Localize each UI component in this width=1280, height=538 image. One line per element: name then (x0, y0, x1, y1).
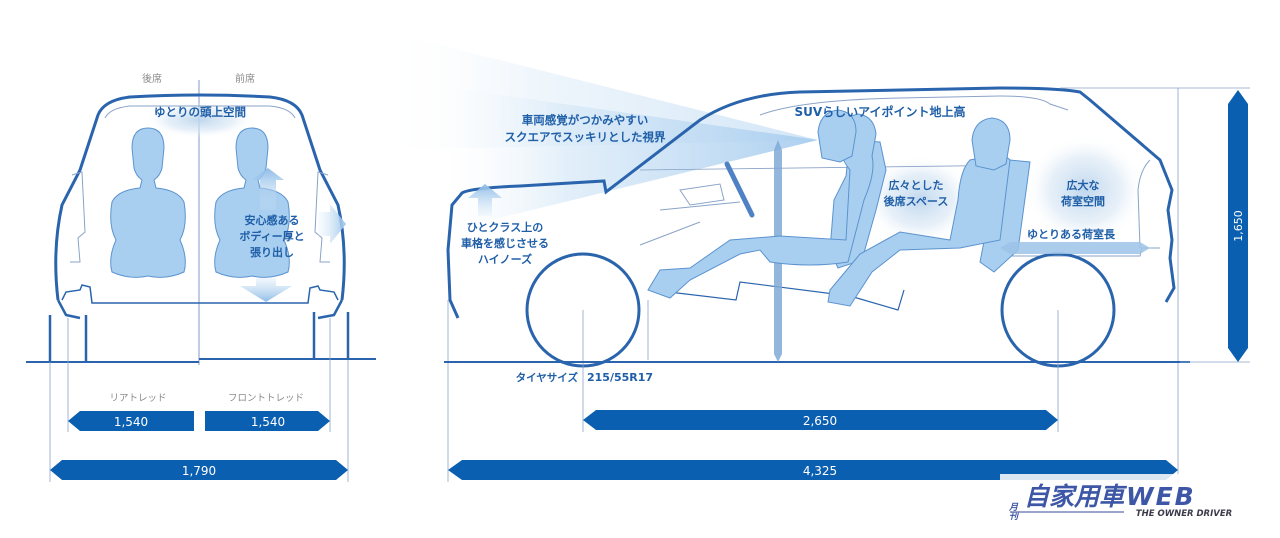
high-nose-callout-line-3: ハイノーズ (478, 252, 532, 266)
logo-title: 自家用車 (1024, 482, 1128, 511)
rear-body-outline (54, 93, 346, 301)
body-callout-line-2: ボディー厚と (239, 229, 304, 243)
rear-seat-callout-line-1: 広々とした (889, 178, 944, 192)
left-mirror (70, 171, 86, 263)
cargo-glow (1025, 135, 1145, 245)
visibility-beam (430, 85, 818, 235)
rear-seat-glow (865, 155, 975, 245)
down-arrow-icon (240, 278, 292, 302)
body-callout-line-3: 張り出し (250, 245, 294, 259)
high-nose-callout-line-1: ひとクラス上の (467, 220, 543, 234)
headroom-glow (145, 102, 255, 138)
steering-wheel (724, 161, 755, 218)
roof-inner-line (104, 105, 296, 119)
right-arrow-icon (318, 204, 346, 244)
rear-tread-value: 1,540 (114, 415, 148, 429)
rear-seat-callout-line-2: 後席スペース (884, 194, 949, 208)
tire-size-value: 215/55R17 (587, 371, 653, 384)
cargo-length-arrow (1000, 242, 1150, 254)
logo-web: WEB (1126, 482, 1196, 511)
high-nose-arrow-icon (468, 184, 502, 216)
cargo-callout-line-1: 広大な (1067, 178, 1100, 192)
overall-height-value: 1,650 (1232, 210, 1245, 242)
logo-tagline: THE OWNER DRIVER (1136, 509, 1232, 519)
rear-view: 後席 前席 ゆとりの頭上空間 安心感ある ボディー厚と (26, 72, 376, 482)
side-view: 車両感覚がつかみやすい スクエアでスッキリとした視界 ひとクラス上の 車格を感じ… (380, 30, 1250, 482)
rear-occupant-silhouette (110, 127, 186, 278)
cargo-callout-line-2: 荷室空間 (1060, 194, 1105, 208)
publisher-logo: 月刊 自家用車 WEB THE OWNER DRIVER (1000, 474, 1258, 526)
overall-height-bar (1228, 90, 1248, 362)
logo-monthly: 月刊 (1007, 502, 1019, 520)
overall-width-value: 1,790 (182, 464, 216, 478)
front-tread-value: 1,540 (251, 415, 285, 429)
rear-tread-bar (68, 411, 194, 431)
side-body-outline (446, 86, 1176, 319)
up-arrow-icon (252, 168, 284, 210)
front-seat-label: 前席 (235, 72, 255, 85)
cargo-length-label: ゆとりある荷室長 (1027, 227, 1116, 241)
headroom-label: ゆとりの頭上空間 (154, 105, 246, 119)
driver-silhouette (647, 109, 887, 299)
wheelbase-bar (583, 410, 1058, 430)
body-callout-line-1: 安心感ある (245, 213, 300, 227)
visibility-callout-line-2: スクエアでスッキリとした視界 (505, 130, 666, 144)
front-tread-bar (205, 411, 330, 431)
rear-seat-label: 後席 (142, 72, 162, 85)
high-nose-callout-line-2: 車格を感じさせる (461, 236, 549, 250)
overall-width-bar (50, 460, 348, 480)
floor-line (61, 284, 339, 304)
visibility-callout-line-1: 車両感覚がつかみやすい (522, 113, 649, 127)
overall-length-bar (448, 460, 1178, 480)
eyepoint-label: SUVらしいアイポイント地上高 (794, 104, 965, 119)
wheelbase-value: 2,650 (803, 414, 837, 428)
rear-tread-label: リアトレッド (109, 393, 166, 404)
overall-length-value: 4,325 (803, 464, 837, 478)
tire-size-label: タイヤサイズ (516, 371, 579, 384)
front-tread-label: フロントトレッド (228, 393, 304, 404)
